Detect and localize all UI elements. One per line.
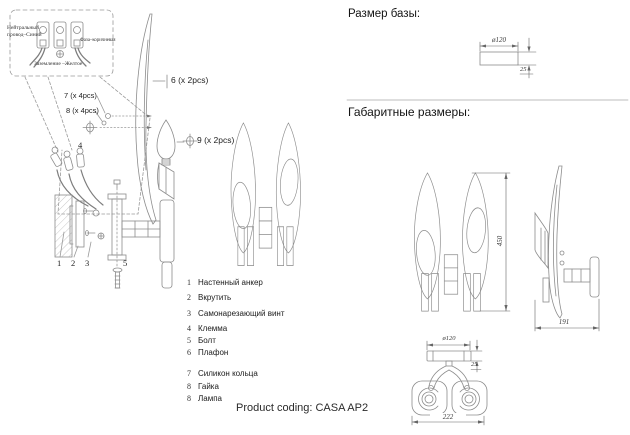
label-ground-wire: Заземление –Желтое [34,61,83,67]
dim-top-thickness: 25 [471,361,478,368]
callout-num1: 1 [57,258,62,268]
wall-section-art [54,162,175,289]
dim-base-diameter: ø120 [492,36,506,44]
parts-list-item: 3 Самонарезающий винт [182,309,285,318]
part-number: 3 [187,309,191,318]
parts-list-item: 5 Болт [182,336,216,345]
callout-part8: 8 (x 4pcs) [66,106,99,115]
section-title-base-size: Размер базы: [348,8,421,20]
side-view-art [534,165,600,332]
base-drawing-art [479,37,537,79]
top-view-art [411,339,488,426]
callout-num4: 4 [78,140,83,150]
part-label: Болт [198,336,216,345]
label-neutral-wire: Нейтральный провод–Синий [7,25,42,38]
section-title-overall-size: Габаритные размеры: [348,105,471,119]
parts-list-item: 1 Настенный анкер [182,278,263,287]
shade-blade-art [135,13,168,225]
parts-list-item: 8 Лампа [182,394,222,403]
callout-num2: 2 [71,258,76,268]
dim-base-thickness: 25 [520,66,527,73]
dim-depth: 191 [558,318,570,326]
part-number: 7 [187,369,191,378]
part-label: Плафон [198,348,229,357]
part-number: 6 [187,348,191,357]
part-number: 2 [187,293,191,302]
parts-list-item: 7 Силикон кольца [182,369,258,378]
parts-list-item: 4 Клемма [182,324,227,333]
part-label: Вкрутить [198,293,232,302]
callout-num3: 3 [85,258,90,268]
parts-list-item: 6 Плафон [182,348,228,357]
product-coding: Product coding: CASA AP2 [236,402,369,414]
callout-part6: 6 (x 2pcs) [171,75,209,85]
terminal-block-art [50,146,104,210]
parts-list-item: 8 Гайка [182,382,219,391]
small-parts-art [82,95,152,135]
part-label: Самонарезающий винт [198,309,285,318]
wiring-diagram-art [9,9,114,77]
dim-height: 450 [496,235,504,247]
part-label: Лампа [198,394,222,403]
part-label: Силикон кольца [198,369,258,378]
overall-front-view-art [413,172,511,312]
front-view-art [230,122,301,266]
callout-part7: 7 (x 4pcs) [64,91,97,100]
part-number: 1 [187,278,191,287]
callout-part9: 9 (x 2pcs) [197,135,235,145]
bulb-art [156,119,198,166]
parts-list-item: 2 Вкрутить [182,293,231,302]
dashed-leader-lines [24,76,151,215]
label-phase-wire: Фаза–коричневая [80,38,116,43]
callout-num5: 5 [123,258,128,268]
part-label: Настенный анкер [198,278,263,287]
part-number: 4 [187,324,191,333]
part-number: 8 [187,382,191,391]
part-number: 8 [187,394,191,403]
part-label: Клемма [198,324,228,333]
part-number: 5 [187,336,191,345]
dim-width: 222 [430,413,466,421]
part-label: Гайка [198,382,219,391]
dim-top-diameter: ø120 [442,335,456,342]
